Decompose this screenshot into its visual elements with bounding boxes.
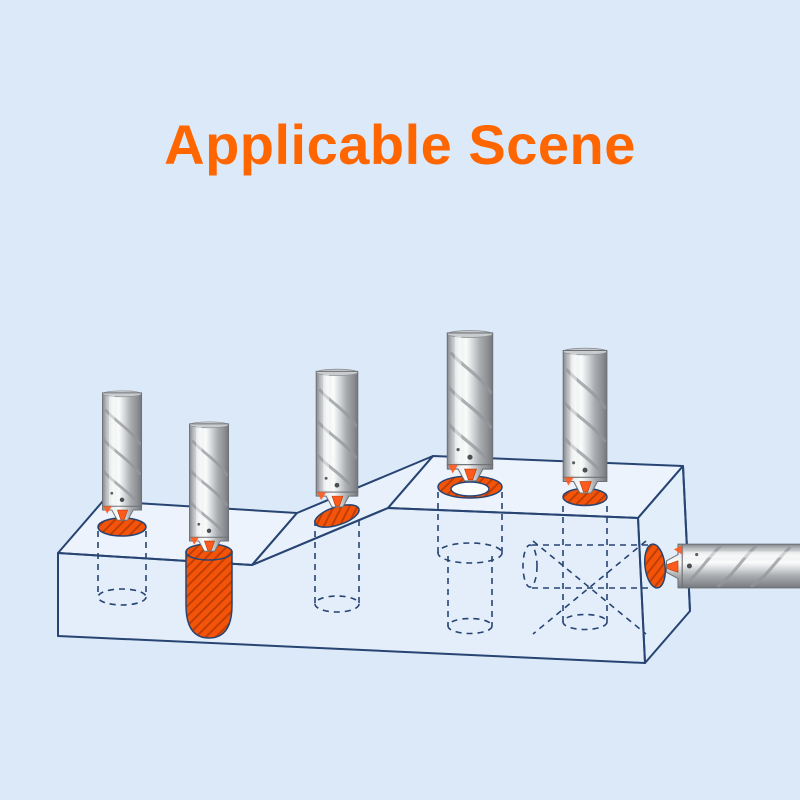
drill-5 xyxy=(561,346,609,495)
blind-hole-cylinder xyxy=(97,531,147,606)
hole-entries xyxy=(97,475,667,639)
drill-1 xyxy=(101,389,143,522)
ramp-hole-cylinder xyxy=(314,520,360,613)
drill-4 xyxy=(445,328,495,483)
drill-3 xyxy=(314,367,360,509)
cross-hole-cylinders xyxy=(522,506,648,635)
counterbore-cylinders xyxy=(437,492,503,635)
drill-2 xyxy=(188,420,230,553)
page-title: Applicable Scene xyxy=(164,113,636,176)
counterbore-inner-entry xyxy=(450,481,490,497)
block-upper-top-face xyxy=(387,455,684,519)
workpiece-block xyxy=(57,455,691,664)
drill-6-horizontal xyxy=(664,542,800,590)
side-hole-entry xyxy=(643,543,667,589)
edge-half-hole-slot xyxy=(185,551,233,639)
hidden-hole-lines xyxy=(97,492,648,635)
